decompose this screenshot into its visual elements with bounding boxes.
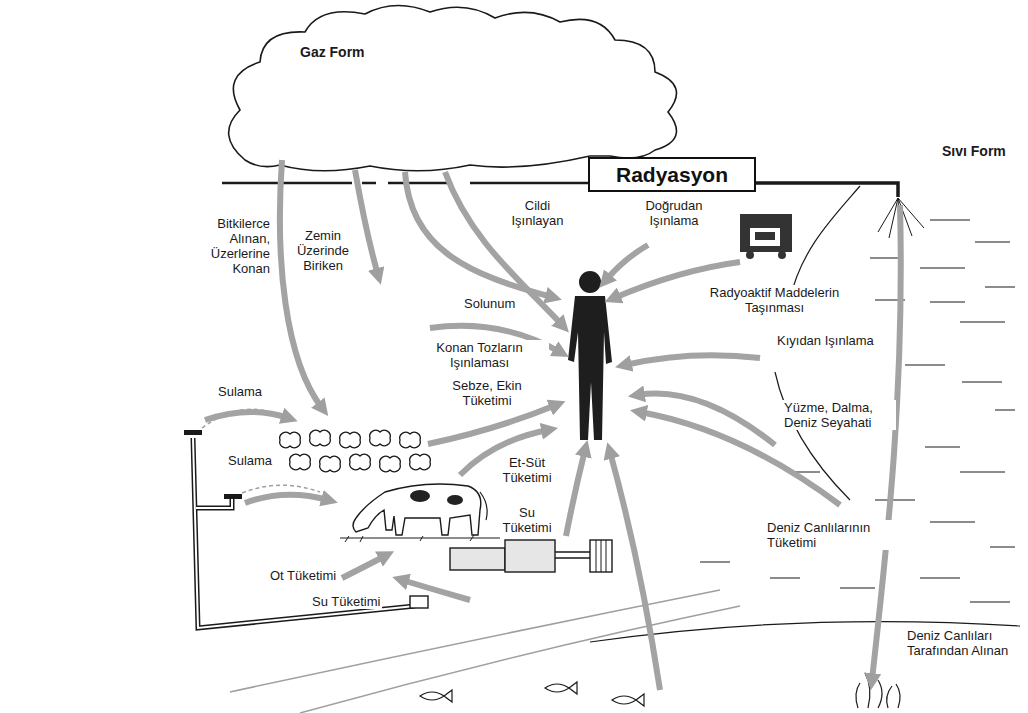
irrigation-pipe-inner (193, 438, 415, 628)
sprinkler (184, 430, 202, 435)
pathway-label: Sulama (216, 384, 264, 399)
pathway-label: Et-Süt Tüketimi (495, 455, 559, 485)
seaweed (856, 673, 900, 708)
pathway-label: Zemin Üzerinde Biriken (290, 228, 356, 273)
pathway-label: Su Tüketimi (310, 594, 382, 609)
pathway-arrow (566, 450, 585, 536)
irrigation-pipe (193, 438, 415, 628)
pathway-label: Doğrudan Işınlama (632, 198, 716, 228)
plant-building (505, 540, 555, 572)
truck-grille (755, 232, 775, 240)
pathway-label: Gaz Form (298, 44, 367, 61)
pathway-label: Konan Tozların Işınlaması (410, 340, 549, 370)
sea-waves (700, 220, 1015, 602)
plant-building (450, 548, 505, 570)
pathway-label: Bitkilerce Alınan, Üzerlerine Konan (180, 216, 272, 276)
pathway-arrow (610, 452, 660, 690)
pathway-arrow (402, 580, 470, 600)
cow-spot (447, 495, 463, 505)
plant-tower (590, 540, 612, 572)
pathway-label: Cildi Işınlayan (498, 198, 577, 228)
pathway-arrow (205, 412, 288, 420)
pathway-arrows (205, 160, 901, 690)
node-text: Radyasyon (616, 163, 728, 187)
pasture (340, 535, 500, 542)
pathway-label: Sebze, Ekin Tüketimi (440, 378, 534, 408)
truck-body (740, 214, 792, 252)
pathway-label: Su Tüketimi (496, 505, 558, 535)
pathway-label: Deniz Canlılarının Tüketimi (765, 520, 894, 550)
pathway-arrow (625, 355, 760, 365)
truck-wheel (778, 251, 786, 259)
plant-pipe (555, 552, 590, 558)
water-plant (450, 540, 612, 572)
pathway-label: Kıyıdan Işınlama (775, 333, 876, 348)
cow-figure (340, 484, 500, 542)
irrigation-spray (202, 409, 320, 493)
pathway-label: Solunum (462, 296, 517, 311)
pathway-arrow (355, 170, 378, 275)
plant-tower-grid (596, 540, 606, 572)
pathway-arrow (280, 160, 322, 408)
pathway-label: Sıvı Form (940, 143, 1008, 160)
pathway-label: Yüzme, Dalma, Deniz Seyahati (782, 400, 896, 430)
sprinkler (224, 494, 242, 499)
pathway-arrow (638, 394, 775, 445)
pathway-arrow (245, 495, 328, 503)
river (230, 590, 740, 713)
gas-cloud (229, 5, 677, 170)
truck-cab (750, 228, 780, 246)
pathway-label: Deniz Canlıları Tarafından Alınan (905, 628, 1019, 658)
pathway-arrow (428, 405, 556, 444)
pathway-arrow (445, 172, 562, 325)
pathway-label: Sulama (226, 453, 274, 468)
cow-body (353, 484, 481, 535)
cow-spot (410, 490, 430, 502)
radiation-box: Radyasyon (588, 157, 756, 192)
person-body (568, 296, 612, 440)
pathway-label: Radyoaktif Maddelerin Taşınması (680, 285, 869, 315)
fish (420, 682, 644, 706)
pump (410, 596, 428, 608)
pathway-arrow (606, 245, 648, 280)
truck-icon (740, 214, 792, 259)
truck-wheel (746, 251, 754, 259)
pathway-label: Ot Tüketimi (268, 568, 338, 583)
pathway-arrow (342, 556, 385, 578)
pathway-arrow (872, 205, 901, 680)
person-silhouette (568, 271, 612, 440)
person-head (579, 271, 601, 293)
discharge-pipe (754, 183, 898, 197)
cow-tail (480, 492, 487, 520)
vegetable-field (280, 430, 431, 472)
